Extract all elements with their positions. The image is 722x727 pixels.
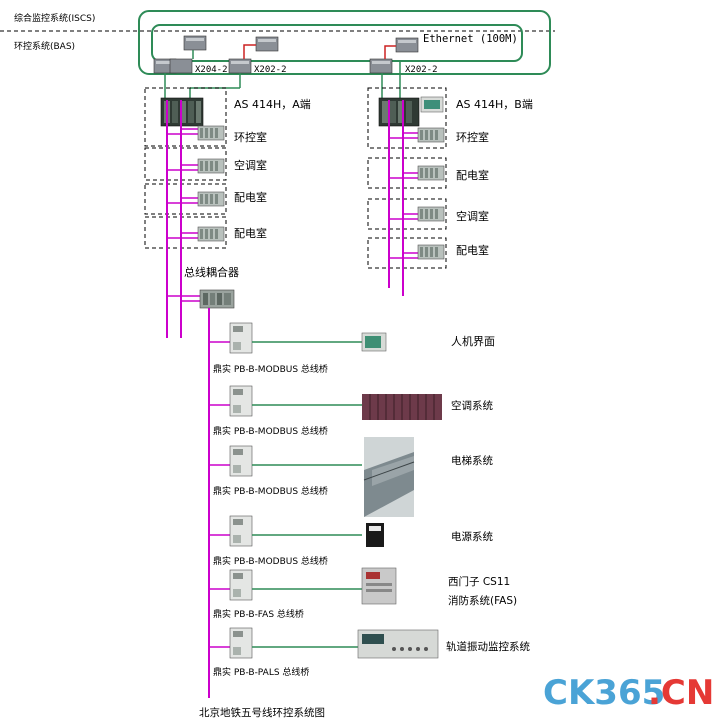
switch-label-x202-left: X202-2: [254, 65, 287, 75]
group-a-cpu: [144, 87, 227, 147]
switch-x202-left: [228, 58, 252, 74]
switch-label-x202-right: X202-2: [405, 65, 438, 75]
switch-top-mid: [255, 36, 279, 52]
hmi-panel-b: [420, 96, 444, 113]
power-device-icon: [366, 523, 384, 547]
plc-a-title: AS 414H，A端: [234, 98, 311, 111]
plc-rack-b: [378, 97, 420, 127]
bridge-label-3: 鼎实 PB-B-MODBUS 总线桥: [213, 485, 328, 497]
elevator-device-icon: [363, 437, 415, 517]
aircon-device-icon: [362, 394, 442, 420]
switch-top-right: [395, 37, 419, 53]
switch-x204-2: [169, 58, 193, 74]
io-module-a3: [167, 226, 225, 242]
group-b-1: [367, 157, 447, 189]
room-b-2: 配电室: [456, 168, 489, 182]
switch-top-left: [183, 35, 207, 51]
plc-b-title: AS 414H，B端: [456, 98, 533, 111]
bridge-label-5: 鼎实 PB-B-FAS 总线桥: [213, 608, 304, 620]
io-module-b2: [389, 206, 445, 222]
bridge-label-1: 鼎实 PB-B-MODBUS 总线桥: [213, 363, 328, 375]
target-5-line1: 西门子 CS11: [448, 575, 510, 588]
switch-x202-right: [369, 58, 393, 74]
bridge-2: [209, 385, 362, 417]
vibration-monitor-icon: [357, 629, 439, 659]
io-module-a2: [167, 191, 225, 207]
room-b-4: 配电室: [456, 243, 489, 257]
bridge-label-2: 鼎实 PB-B-MODBUS 总线桥: [213, 425, 328, 437]
switch-label-x204: X204-2: [195, 65, 228, 75]
room-a-2: 空调室: [234, 158, 267, 172]
bridge-4: [209, 515, 362, 547]
io-module-b1: [389, 165, 445, 181]
coupler-label: 总线耦合器: [184, 265, 239, 279]
io-module-b3: [389, 244, 445, 260]
red-link-left: [243, 44, 256, 59]
room-b-3: 空调室: [456, 209, 489, 223]
target-5-line2: 消防系统(FAS): [448, 594, 517, 607]
watermark-ck365: CK365: [543, 673, 665, 713]
target-4: 电源系统: [451, 530, 493, 543]
group-a-1: [144, 147, 227, 181]
ethernet-label: Ethernet (100M): [423, 33, 518, 45]
bridge-1: [209, 322, 362, 354]
room-a-1: 环控室: [234, 130, 267, 144]
bridge-3: [209, 445, 362, 477]
bas-label: 环控系统(BAS): [14, 40, 75, 52]
io-module-a0: [167, 125, 225, 141]
target-6: 轨道振动监控系统: [446, 640, 530, 653]
room-a-4: 配电室: [234, 226, 267, 240]
bridge-5: [209, 569, 362, 601]
group-b-cpu: [367, 87, 447, 149]
target-3: 电梯系统: [451, 454, 493, 467]
red-link-right: [384, 45, 396, 59]
room-a-3: 配电室: [234, 190, 267, 204]
io-module-b0: [389, 127, 445, 143]
group-b-3: [367, 237, 447, 269]
iscs-label: 综合监控系统(ISCS): [14, 12, 95, 24]
group-a-2: [144, 183, 227, 215]
fire-panel-icon: [361, 567, 397, 605]
hmi-device-icon: [361, 332, 387, 352]
target-1: 人机界面: [451, 334, 495, 348]
target-2: 空调系统: [451, 399, 493, 412]
room-b-1: 环控室: [456, 130, 489, 144]
io-module-a1: [167, 158, 225, 174]
ethernet-ring-inner: [151, 24, 523, 62]
bridge-6: [209, 627, 358, 659]
group-b-2: [367, 198, 447, 230]
watermark-cn: .CN: [648, 673, 714, 713]
diagram-caption: 北京地铁五号线环控系统图: [199, 706, 325, 719]
bridge-label-6: 鼎实 PB-B-PALS 总线桥: [213, 666, 309, 678]
bus-coupler: [199, 289, 235, 309]
ethernet-ring-outer: [138, 10, 551, 75]
bridge-label-4: 鼎实 PB-B-MODBUS 总线桥: [213, 555, 328, 567]
